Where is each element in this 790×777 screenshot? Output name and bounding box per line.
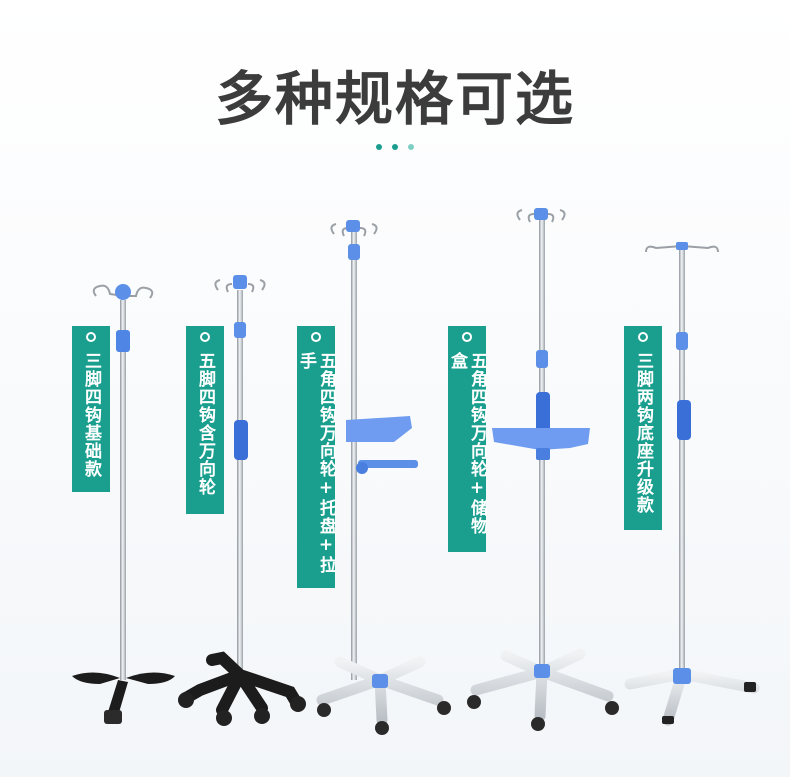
iv-stand-2 — [178, 275, 306, 726]
label-text: 三脚四钩基础款 — [81, 352, 101, 478]
iv-stand-5 — [624, 242, 760, 726]
label-product-3: 五角四钩万向轮+托盘+拉手 — [296, 326, 336, 588]
ring-icon — [200, 332, 210, 342]
iv-stand-1 — [72, 284, 175, 724]
decorative-dots — [376, 144, 414, 150]
page-title: 多种规格可选 — [214, 65, 575, 133]
label-product-2: 五脚四钩含万向轮 — [186, 326, 224, 514]
dot-3 — [408, 144, 414, 150]
ring-icon — [462, 332, 472, 342]
ring-icon — [86, 332, 96, 342]
iv-stand-3 — [316, 220, 451, 735]
label-product-4: 五角四钩万向轮+储物盒 — [447, 326, 487, 552]
label-text: 五角四钩万向轮+储物盒 — [447, 351, 487, 535]
label-text: 五角四钩万向轮+托盘+拉手 — [296, 351, 336, 574]
label-text: 五脚四钩含万向轮 — [195, 352, 215, 496]
label-product-5: 三脚两钩底座升级款 — [624, 326, 662, 530]
dot-1 — [376, 144, 382, 150]
ring-icon — [311, 332, 321, 342]
iv-stand-4 — [467, 208, 619, 731]
label-product-1: 三脚四钩基础款 — [72, 326, 110, 492]
label-text: 三脚两钩底座升级款 — [633, 352, 653, 514]
ring-icon — [638, 332, 648, 342]
dot-2 — [392, 144, 398, 150]
